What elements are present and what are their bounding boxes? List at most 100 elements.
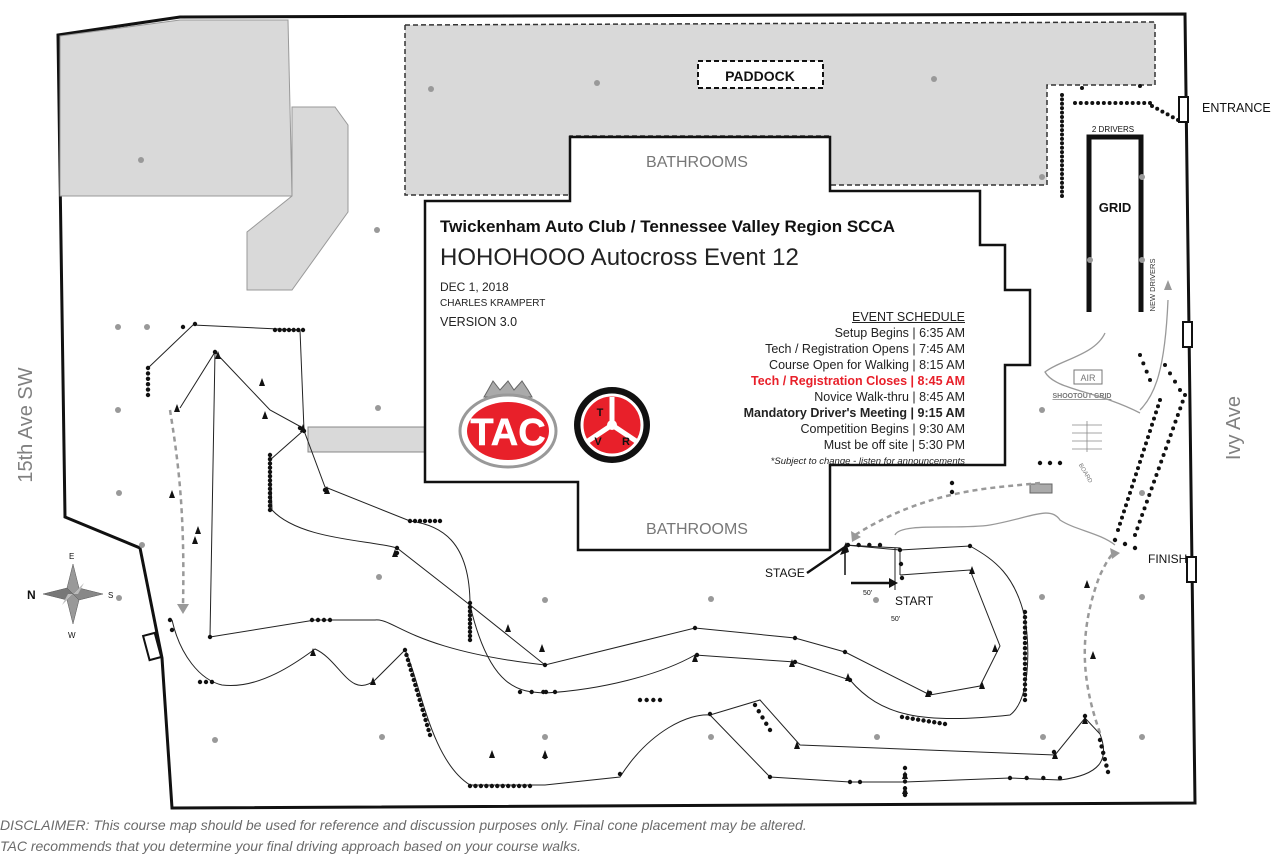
tvr-logo-t: T [597, 407, 604, 419]
cone [856, 542, 861, 548]
cone [1022, 656, 1028, 661]
cone [921, 718, 926, 723]
cone [420, 707, 425, 713]
cone [467, 783, 473, 789]
light-pole [542, 734, 548, 740]
entrance-cone [1130, 101, 1135, 105]
pointer-cone [310, 648, 316, 656]
cone [426, 727, 431, 733]
schedule-separator: | [907, 406, 918, 420]
cone [1022, 697, 1028, 703]
entrance-cone [1090, 101, 1095, 105]
entrance-cone [1060, 163, 1064, 168]
cone [432, 518, 438, 524]
cone [1097, 737, 1103, 743]
light-pole [542, 597, 548, 603]
cone [321, 617, 327, 623]
cone [267, 499, 273, 504]
event-version: VERSION 3.0 [440, 315, 518, 329]
entrance-cone [1178, 406, 1183, 411]
cone [300, 327, 306, 333]
pointer-cone [174, 404, 180, 412]
schedule-separator: | [907, 374, 918, 388]
entrance-cone [1144, 441, 1148, 446]
schedule-item-label: Competition Begins [800, 422, 909, 436]
entrance-cone [1155, 106, 1160, 111]
tac-logo-text: TAC [470, 412, 545, 454]
light-pole [873, 597, 879, 603]
street-west-label: 15th Ave SW [15, 367, 37, 482]
schedule-item: Setup Begins | 6:35 AM [744, 325, 965, 341]
entrance-cone [1141, 361, 1146, 366]
cone [417, 518, 423, 524]
entrance-cone [1166, 439, 1171, 444]
entrance-cone [1126, 497, 1130, 502]
cone [760, 715, 765, 720]
cone [637, 697, 643, 703]
entrance-cone [1163, 446, 1168, 451]
disclaimer: DISCLAIMER: This course map should be us… [0, 815, 807, 857]
cone [1022, 682, 1028, 687]
schedule-separator: | [908, 342, 920, 356]
entrance-cone [1161, 453, 1166, 457]
cone [267, 486, 273, 492]
entrance-cone [1180, 399, 1185, 404]
cone [411, 677, 417, 683]
cone [1102, 757, 1108, 762]
cone [277, 327, 282, 333]
schedule-item-time: 8:15 AM [919, 358, 965, 372]
entrance-cone [1156, 466, 1161, 471]
cone [1132, 545, 1138, 551]
entrance-cone [1119, 101, 1124, 105]
pointer-cone [794, 741, 800, 749]
cone [407, 518, 413, 524]
light-pole [212, 737, 218, 743]
entrance-cone [1060, 123, 1064, 128]
schedule-separator: | [908, 390, 920, 404]
schedule-separator: | [908, 438, 919, 452]
cone [1022, 687, 1028, 692]
bathrooms-bottom-label: BATHROOMS [646, 521, 748, 538]
trailer-icon [1029, 483, 1053, 494]
cone [467, 629, 473, 634]
cone [467, 637, 473, 643]
light-pole [1039, 174, 1045, 180]
light-pole [1039, 594, 1045, 600]
cone [309, 617, 315, 623]
light-pole [708, 596, 714, 602]
course-lines [147, 324, 1105, 786]
cone [421, 712, 427, 718]
cone [1022, 620, 1028, 625]
cone [427, 732, 433, 738]
cone [315, 617, 321, 623]
entrance-cone [1060, 93, 1064, 97]
light-pole [116, 490, 122, 496]
entrance-cone [1138, 84, 1142, 88]
cone [517, 689, 523, 695]
entrance-cone [1116, 528, 1120, 532]
central-building [423, 135, 1032, 552]
entrance-cone [1152, 416, 1156, 421]
cone [404, 652, 409, 658]
entrance-cone [1060, 180, 1064, 185]
cone [410, 672, 415, 678]
pointer-cone [902, 786, 908, 794]
cone [291, 327, 296, 333]
cone [413, 682, 418, 688]
entrance-cone [1175, 413, 1180, 417]
paddock-area [404, 21, 1156, 196]
entrance-cone [1060, 114, 1064, 119]
cone [1024, 775, 1029, 781]
schedule-item-label: Tech / Registration Opens [765, 342, 909, 356]
entrance-cone [1135, 526, 1140, 531]
cone [1022, 651, 1028, 656]
street-east-label: Ivy Ave [1223, 396, 1245, 460]
entrance-cone [1134, 472, 1138, 477]
pointer-cones [169, 351, 1096, 794]
light-pole [708, 734, 714, 740]
cone [489, 783, 495, 789]
schedule-item: Tech / Registration Opens | 7:45 AM [744, 341, 965, 357]
cone [203, 679, 209, 685]
bathrooms-top-label: BATHROOMS [646, 154, 748, 171]
